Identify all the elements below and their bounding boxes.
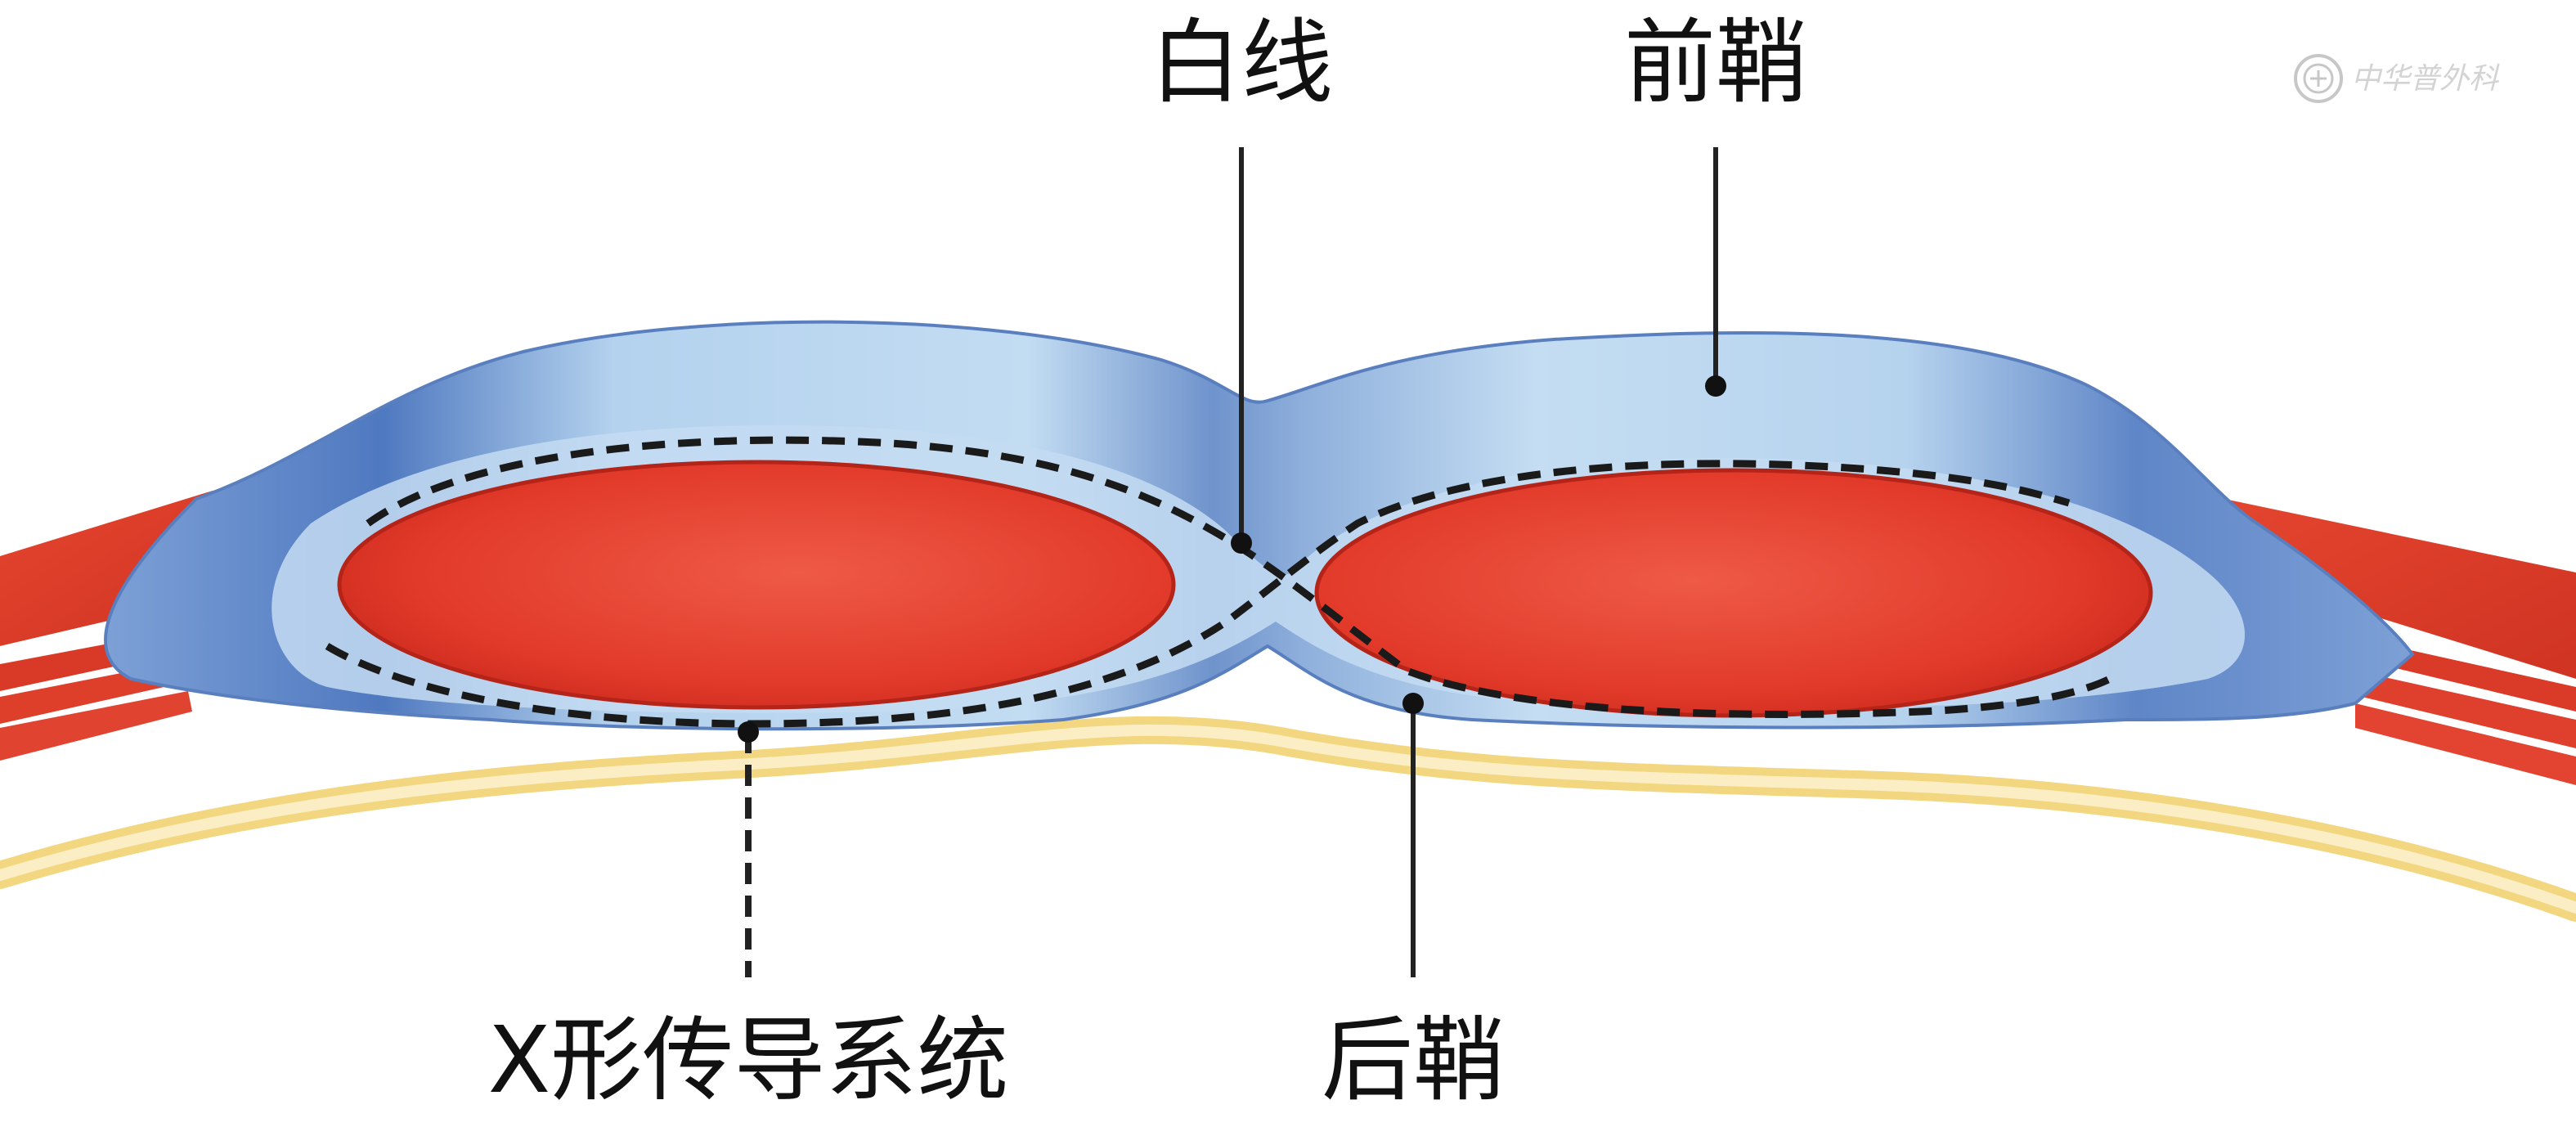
fat-layer-line xyxy=(0,716,2576,922)
label-anterior-sheath: 前鞘 xyxy=(1624,10,1807,116)
watermark-text: 中华普外科 xyxy=(2351,62,2500,96)
posterior-sheath-dot xyxy=(1402,693,1424,714)
leader-dots xyxy=(738,375,1726,743)
linea-alba-dot xyxy=(1231,532,1252,554)
left-rectus-muscle xyxy=(337,460,1176,710)
label-x-conduction-system: X形传导系统 xyxy=(488,1008,1009,1114)
label-linea-alba: 白线 xyxy=(1150,10,1333,116)
right-lateral-muscles xyxy=(2224,499,2576,785)
leader-lines xyxy=(745,147,1718,977)
right-rectus-muscle xyxy=(1314,468,2153,718)
label-posterior-sheath: 后鞘 xyxy=(1322,1008,1505,1114)
fat-layer-line-highlight xyxy=(0,724,2576,914)
watermark-seal-icon xyxy=(2294,54,2343,103)
journal-watermark: 中华普外科 xyxy=(2294,54,2500,103)
x-conduction-dot xyxy=(738,721,759,743)
x-conduction-dashed-lines xyxy=(325,436,2112,728)
anterior-sheath-dot xyxy=(1705,375,1726,397)
